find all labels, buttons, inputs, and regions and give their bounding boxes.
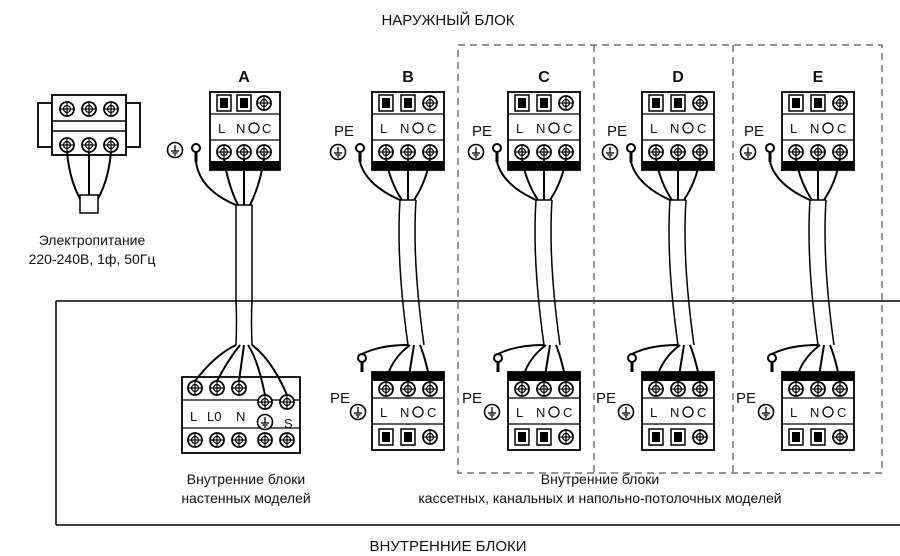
outdoor-unit-title: НАРУЖНЫЙ БЛОК: [381, 11, 514, 29]
wall-caption-line1: Внутренние блоки: [187, 471, 305, 487]
label-n-b: N: [400, 121, 409, 136]
indoor-terminal-d: L N C PE: [596, 344, 715, 451]
pe-indoor-b: PE: [330, 390, 350, 407]
label-c-d: C: [697, 121, 706, 136]
label-l-ic: L: [516, 405, 523, 420]
pe-indoor-e: PE: [736, 390, 756, 407]
label-n-ie: N: [810, 405, 819, 420]
power-supply-terminal: [37, 94, 141, 214]
label-n-id: N: [670, 405, 679, 420]
label-l-b: L: [380, 121, 387, 136]
label-l-a: L: [218, 121, 225, 136]
label-c-e: C: [837, 121, 846, 136]
label-c-ib: C: [427, 405, 436, 420]
indoor-terminal-e: L N C PE: [736, 344, 855, 451]
pe-indoor-d: PE: [596, 390, 616, 407]
label-c-c: C: [563, 121, 572, 136]
label-c-id: C: [697, 405, 706, 420]
pe-label-e: PE: [744, 123, 764, 140]
label-n-d: N: [670, 121, 679, 136]
label-n-a: N: [236, 121, 245, 136]
terminal-letter-a: A: [238, 69, 250, 86]
power-supply-spec: 220-240В, 1ф, 50Гц: [29, 251, 156, 267]
indoor-units-title: ВНУТРЕННИЕ БЛОКИ: [369, 538, 526, 555]
terminal-letter-b: B: [402, 69, 414, 86]
indoor-terminal-c: L N C PE: [462, 344, 581, 451]
label-n-ic: N: [536, 405, 545, 420]
outdoor-terminal-c: C L N C PE: [467, 69, 581, 346]
pe-indoor-c: PE: [462, 390, 482, 407]
outdoor-terminal-b: B L N C PE: [329, 69, 445, 346]
dashed-group-frames: [457, 44, 883, 474]
label-n-c: N: [536, 121, 545, 136]
outdoor-terminal-d: D L N C PE: [601, 69, 715, 346]
indoor-terminal-b: L N C PE: [330, 344, 445, 451]
label-l-d: L: [650, 121, 657, 136]
label-l-id: L: [650, 405, 657, 420]
outdoor-terminal-e: E L N C PE: [739, 69, 855, 346]
pe-label-c: PE: [472, 123, 492, 140]
wall-caption-line2: настенных моделей: [181, 490, 310, 506]
label-n-e: N: [810, 121, 819, 136]
terminal-letter-d: D: [672, 69, 684, 86]
label-c-ic: C: [563, 405, 572, 420]
label-l-c: L: [516, 121, 523, 136]
label-l-ie: L: [790, 405, 797, 420]
cassette-caption-line2: кассетных, канальных и напольно-потолочн…: [418, 490, 781, 506]
label-l0-wall: L0: [207, 409, 221, 424]
label-c-ie: C: [837, 405, 846, 420]
label-c-a: C: [262, 121, 271, 136]
wall-indoor-terminal: L L0 N S: [181, 344, 301, 454]
label-n-ib: N: [400, 405, 409, 420]
cassette-caption-line1: Внутренние блоки: [541, 471, 659, 487]
terminal-letter-c: C: [538, 69, 550, 86]
label-l-wall: L: [190, 409, 197, 424]
terminal-letter-e: E: [813, 69, 824, 86]
label-c-b: C: [427, 121, 436, 136]
label-s-wall: S: [284, 416, 293, 431]
pe-label-b: PE: [334, 123, 354, 140]
outdoor-terminal-a: A L N C: [166, 69, 281, 346]
label-n-wall: N: [236, 409, 245, 424]
power-supply-label: Электропитание: [39, 232, 146, 248]
earth-icon: [166, 141, 184, 159]
label-l-e: L: [790, 121, 797, 136]
label-l-ib: L: [380, 405, 387, 420]
indoor-area-frame: [55, 300, 900, 526]
pe-label-d: PE: [607, 123, 627, 140]
